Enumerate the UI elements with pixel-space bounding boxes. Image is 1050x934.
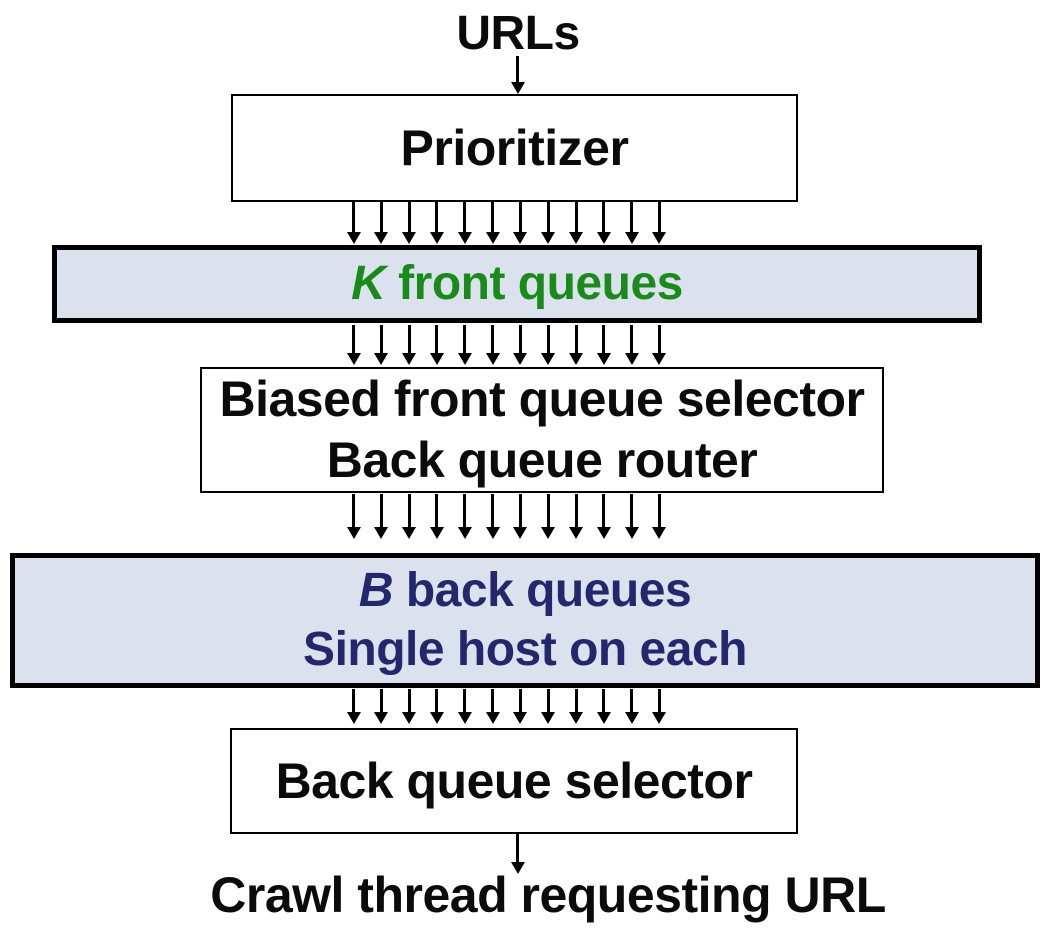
front-queues-box: K front queues bbox=[52, 245, 982, 323]
down-arrow-icon bbox=[513, 202, 528, 244]
down-arrow-icon bbox=[429, 202, 444, 244]
down-arrow-icon bbox=[346, 494, 361, 539]
down-arrow-icon bbox=[485, 689, 500, 724]
down-arrow-icon bbox=[652, 689, 667, 724]
down-arrow-icon bbox=[541, 689, 556, 724]
down-arrow-icon bbox=[485, 202, 500, 244]
front-queues-label: K front queues bbox=[351, 255, 683, 314]
down-arrow-icon bbox=[569, 494, 584, 539]
down-arrow-icon bbox=[596, 494, 611, 539]
down-arrow-icon bbox=[541, 202, 556, 244]
down-arrow-icon bbox=[652, 494, 667, 539]
down-arrow-icon bbox=[541, 325, 556, 365]
arrow-fan-prioritizer-to-front-queues bbox=[346, 202, 667, 244]
down-arrow-icon bbox=[624, 689, 639, 724]
urls-top-label: URLs bbox=[456, 7, 580, 60]
down-arrow-icon bbox=[569, 202, 584, 244]
down-arrow-icon bbox=[624, 202, 639, 244]
down-arrow-icon bbox=[374, 202, 389, 244]
down-arrow-icon bbox=[510, 834, 525, 874]
down-arrow-icon bbox=[374, 689, 389, 724]
down-arrow-icon bbox=[485, 325, 500, 365]
down-arrow-icon bbox=[457, 494, 472, 539]
back-queues-b-variable: B bbox=[358, 563, 394, 617]
arrow-fan-router-to-back-queues bbox=[346, 494, 667, 539]
down-arrow-icon bbox=[652, 325, 667, 365]
down-arrow-icon bbox=[513, 689, 528, 724]
down-arrow-icon bbox=[429, 325, 444, 365]
down-arrow-icon bbox=[374, 325, 389, 365]
front-queues-k-variable: K bbox=[351, 256, 386, 310]
down-arrow-icon bbox=[457, 689, 472, 724]
front-queue-selector-router-box: Biased front queue selector Back queue r… bbox=[200, 367, 884, 493]
down-arrow-icon bbox=[569, 325, 584, 365]
down-arrow-icon bbox=[624, 325, 639, 365]
back-queue-selector-box: Back queue selector bbox=[230, 728, 798, 834]
arrow-fan-front-queues-to-selector bbox=[346, 325, 667, 365]
down-arrow-icon bbox=[513, 494, 528, 539]
down-arrow-icon bbox=[402, 494, 417, 539]
back-queue-selector-label: Back queue selector bbox=[275, 752, 753, 809]
down-arrow-icon bbox=[541, 494, 556, 539]
down-arrow-icon bbox=[596, 689, 611, 724]
crawl-thread-bottom-label: Crawl thread requesting URL bbox=[210, 867, 886, 923]
down-arrow-icon bbox=[510, 56, 525, 94]
prioritizer-box: Prioritizer bbox=[231, 94, 798, 202]
down-arrow-icon bbox=[596, 202, 611, 244]
biased-front-queue-selector-label: Biased front queue selector bbox=[219, 371, 866, 427]
down-arrow-icon bbox=[624, 494, 639, 539]
prioritizer-label: Prioritizer bbox=[400, 119, 629, 176]
down-arrow-icon bbox=[485, 494, 500, 539]
back-queues-box: B back queues Single host on each bbox=[10, 553, 1040, 688]
down-arrow-icon bbox=[457, 325, 472, 365]
back-queue-router-label: Back queue router bbox=[326, 432, 758, 488]
down-arrow-icon bbox=[402, 325, 417, 365]
down-arrow-icon bbox=[429, 689, 444, 724]
down-arrow-icon bbox=[346, 202, 361, 244]
down-arrow-icon bbox=[596, 325, 611, 365]
single-host-label: Single host on each bbox=[303, 622, 747, 676]
down-arrow-icon bbox=[402, 689, 417, 724]
down-arrow-icon bbox=[569, 689, 584, 724]
down-arrow-icon bbox=[374, 494, 389, 539]
down-arrow-icon bbox=[652, 202, 667, 244]
down-arrow-icon bbox=[429, 494, 444, 539]
down-arrow-icon bbox=[457, 202, 472, 244]
down-arrow-icon bbox=[346, 689, 361, 724]
arrow-fan-back-queues-to-selector bbox=[346, 689, 667, 724]
back-queues-label-text: back queues bbox=[393, 563, 692, 617]
down-arrow-icon bbox=[346, 325, 361, 365]
back-queues-label: B back queues bbox=[358, 562, 692, 621]
down-arrow-icon bbox=[402, 202, 417, 244]
down-arrow-icon bbox=[513, 325, 528, 365]
front-queues-label-text: front queues bbox=[385, 256, 683, 310]
